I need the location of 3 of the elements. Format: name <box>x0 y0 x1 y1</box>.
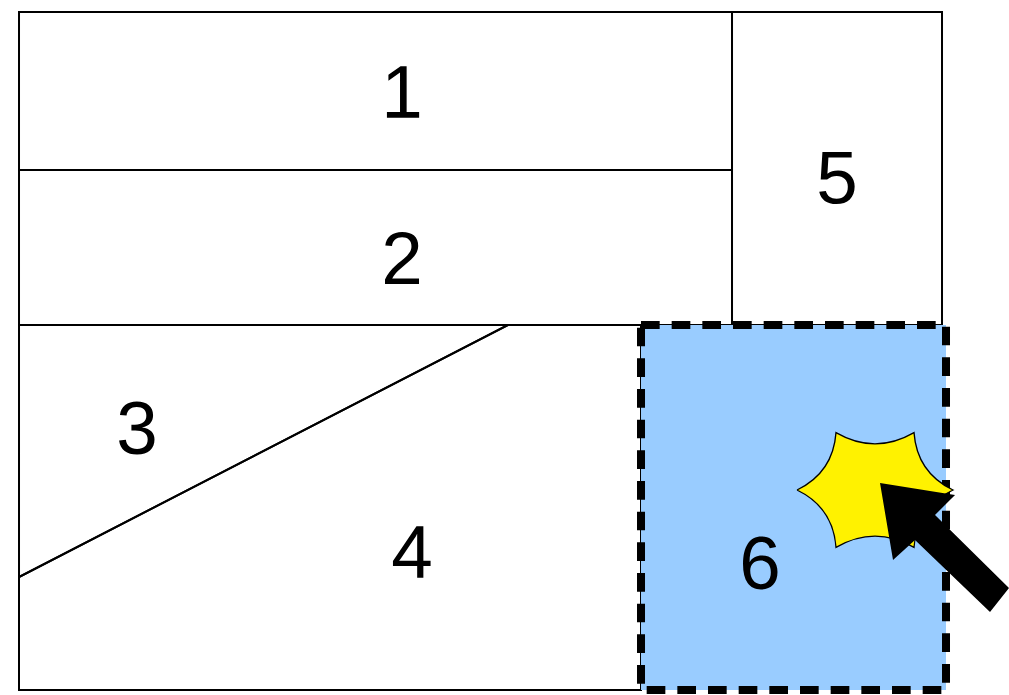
region-box: 1 <box>18 11 733 171</box>
region-box: 5 <box>731 11 943 326</box>
region-box: 2 <box>18 169 733 326</box>
